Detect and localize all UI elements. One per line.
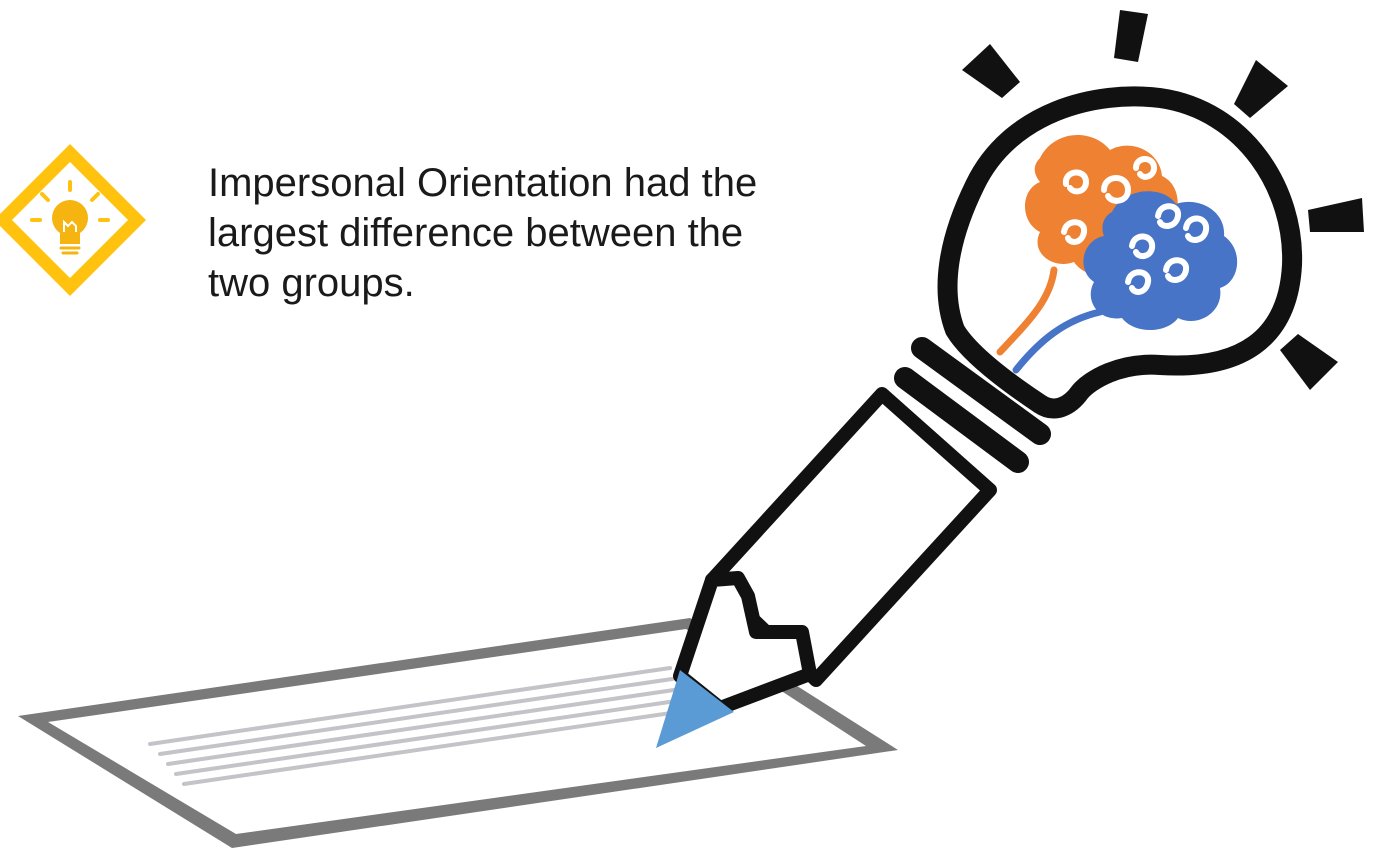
brain-icon	[1025, 135, 1238, 330]
brain-wires	[996, 266, 1104, 374]
paper-lines	[148, 666, 680, 786]
insight-text: Impersonal Orientation had the largest d…	[208, 161, 758, 305]
lightbulb-diamond-icon	[0, 144, 146, 296]
pencil-icon	[656, 387, 997, 748]
bulb-base	[894, 337, 1051, 473]
light-rays-icon	[962, 10, 1364, 390]
lightbulb-outline	[937, 86, 1303, 419]
